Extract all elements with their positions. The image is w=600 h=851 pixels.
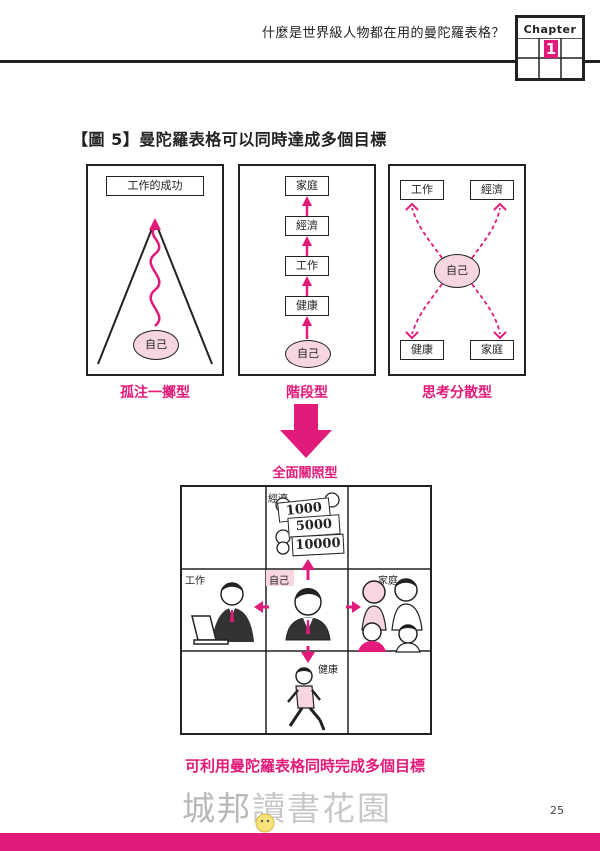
watermark-bold: 城邦 [182,789,252,828]
scatter-box-economy: 經濟 [470,180,514,200]
step-box-economy: 經濟 [285,216,329,236]
grid-work-label: 工作 [185,576,205,587]
down-arrow-icon [280,404,332,458]
focus-self-circle: 自己 [133,330,179,360]
chapter-number: 1 [544,40,558,58]
self-highlight [266,570,294,586]
chapter-label: Chapter [523,23,577,36]
chapter-grid [518,38,582,78]
panel-focus: 工作的成功 自己 [86,164,224,376]
center-person-illustration [285,559,331,663]
panel-stepwise: 家庭 經濟 工作 健康 自己 [238,164,376,376]
banknote-10000: 10000 [291,533,345,557]
overall-label: 全面關照型 [272,466,338,481]
step-box-family: 家庭 [285,176,329,196]
watermark-text: 城邦讀書花園 [182,782,392,830]
running-header-title: 什麼是世界級人物都在用的曼陀羅表格？ [261,26,505,41]
right-arrow-icon [346,601,361,613]
scatter-caption: 思考分散型 [422,385,492,401]
scatter-arrows [405,202,507,340]
left-arrow-icon [254,601,269,613]
scatter-box-family: 家庭 [470,340,514,360]
grid-self-label: 自己 [269,576,289,587]
focus-goal-box: 工作的成功 [106,176,204,196]
summary-caption: 可利用曼陀羅表格同時完成多個目標 [184,757,425,775]
focus-caption: 孤注一擲型 [120,385,190,401]
runner-illustration [287,667,326,731]
step-box-health: 健康 [285,296,329,316]
panel-scatter: 工作 經濟 自己 健康 家庭 [388,164,526,376]
scatter-self-circle: 自己 [434,254,480,288]
family-illustration [358,578,423,653]
worker-laptop-illustration [191,582,254,645]
watermark-mascot-icon [255,813,275,833]
page-number: 25 [550,804,564,817]
scatter-box-work: 工作 [400,180,444,200]
stepwise-arrows [302,196,312,339]
step-box-work: 工作 [285,256,329,276]
footer-bar [0,833,600,851]
figure-title: 【圖 5】曼陀羅表格可以同時達成多個目標 [72,130,387,149]
grid-family-label: 家庭 [378,576,398,587]
watermark-thin: 讀書花園 [252,789,392,828]
grid-health-label: 健康 [318,665,338,676]
stepwise-self-circle: 自己 [285,340,331,368]
focus-triangle-drawing [97,218,213,365]
header-rule [0,60,600,63]
stepwise-caption: 階段型 [286,385,328,401]
chapter-badge: Chapter 1 [515,15,585,81]
scatter-box-health: 健康 [400,340,444,360]
